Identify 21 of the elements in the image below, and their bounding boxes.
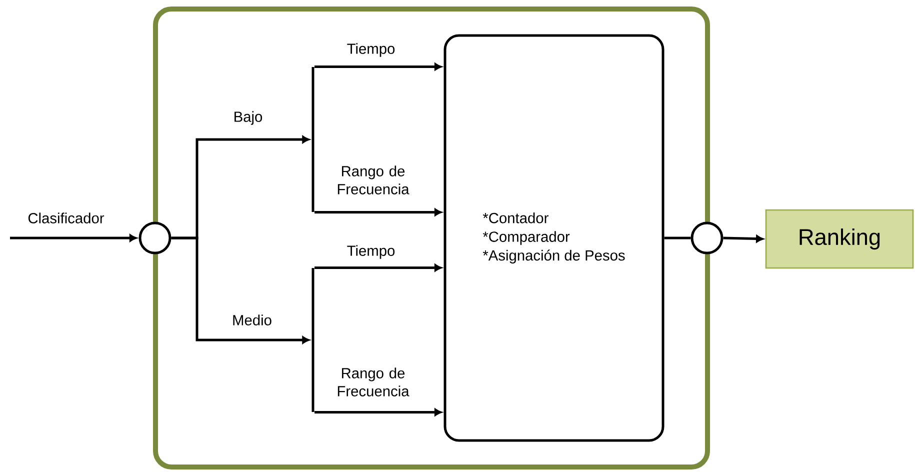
edge-label: Bajo <box>234 111 262 125</box>
outer-frame <box>153 6 710 470</box>
result-box: Ranking <box>765 209 914 269</box>
arrow <box>171 236 310 344</box>
junction-bar <box>312 67 314 212</box>
process-box: *Contador *Comparador *Asignación de Pesos <box>444 34 664 442</box>
arrow <box>10 234 137 242</box>
edge-label: Tiempo <box>347 43 395 57</box>
junction-circle <box>138 222 172 254</box>
arrow <box>314 63 442 70</box>
arrow <box>314 408 442 416</box>
edge-label: Medio <box>233 314 272 326</box>
edge-label: Rango de Frecuencia <box>338 166 410 194</box>
edge-label: Tiempo <box>347 245 395 259</box>
arrow <box>314 208 442 216</box>
junction-circle <box>690 222 724 254</box>
arrow <box>723 235 764 242</box>
edge-label: Rango de Frecuencia <box>338 368 410 396</box>
junction-bar <box>312 268 314 412</box>
arrow <box>314 264 442 272</box>
edge-label: Clasificador <box>28 212 104 224</box>
